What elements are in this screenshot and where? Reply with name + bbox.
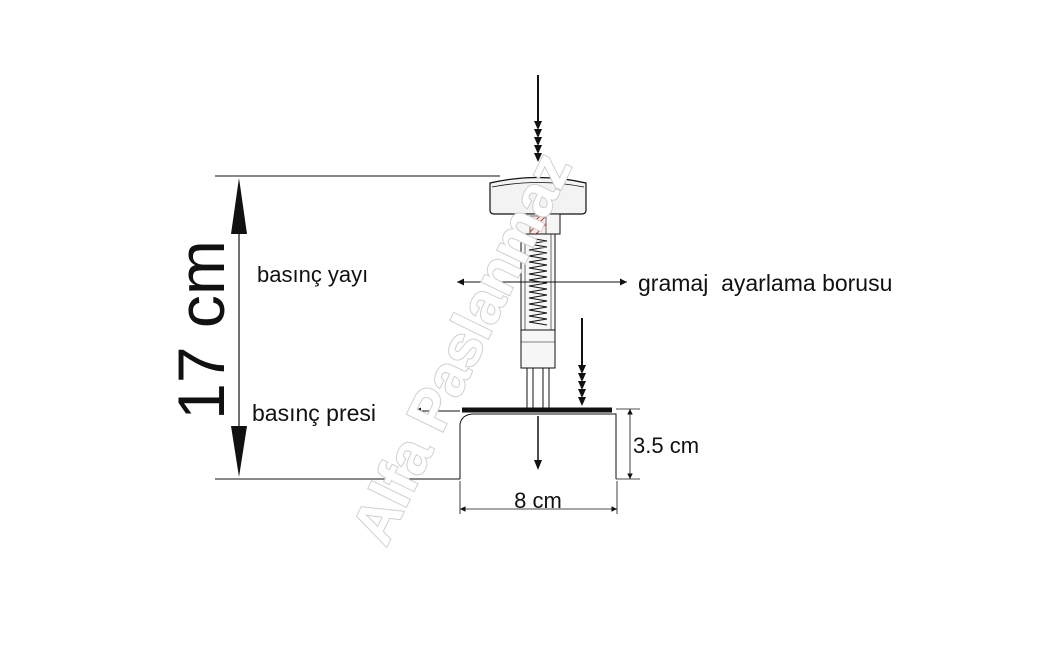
base-width-dimension: 8 cm <box>459 481 618 514</box>
base-height-label: 3.5 cm <box>633 433 699 458</box>
plate-load-arrow <box>578 318 586 406</box>
press-label: basınç presi <box>252 400 376 426</box>
base-width-label: 8 cm <box>514 488 562 513</box>
guide-rods <box>526 368 550 408</box>
lower-nut <box>520 329 556 369</box>
adjustment-knob <box>489 176 587 235</box>
height-arrow-bottom <box>231 426 247 477</box>
adjust-tube-label: gramaj ayarlama borusu <box>638 270 892 296</box>
base-block <box>459 413 617 479</box>
spring-cap <box>529 215 547 235</box>
height-arrow-top <box>231 178 247 234</box>
spring-label: basınç yayı <box>257 262 368 287</box>
top-load-arrow <box>534 75 542 162</box>
height-label: 17 cm <box>164 240 238 420</box>
base-height-dimension: 3.5 cm <box>616 408 699 480</box>
height-dimension: 17 cm <box>164 175 500 480</box>
